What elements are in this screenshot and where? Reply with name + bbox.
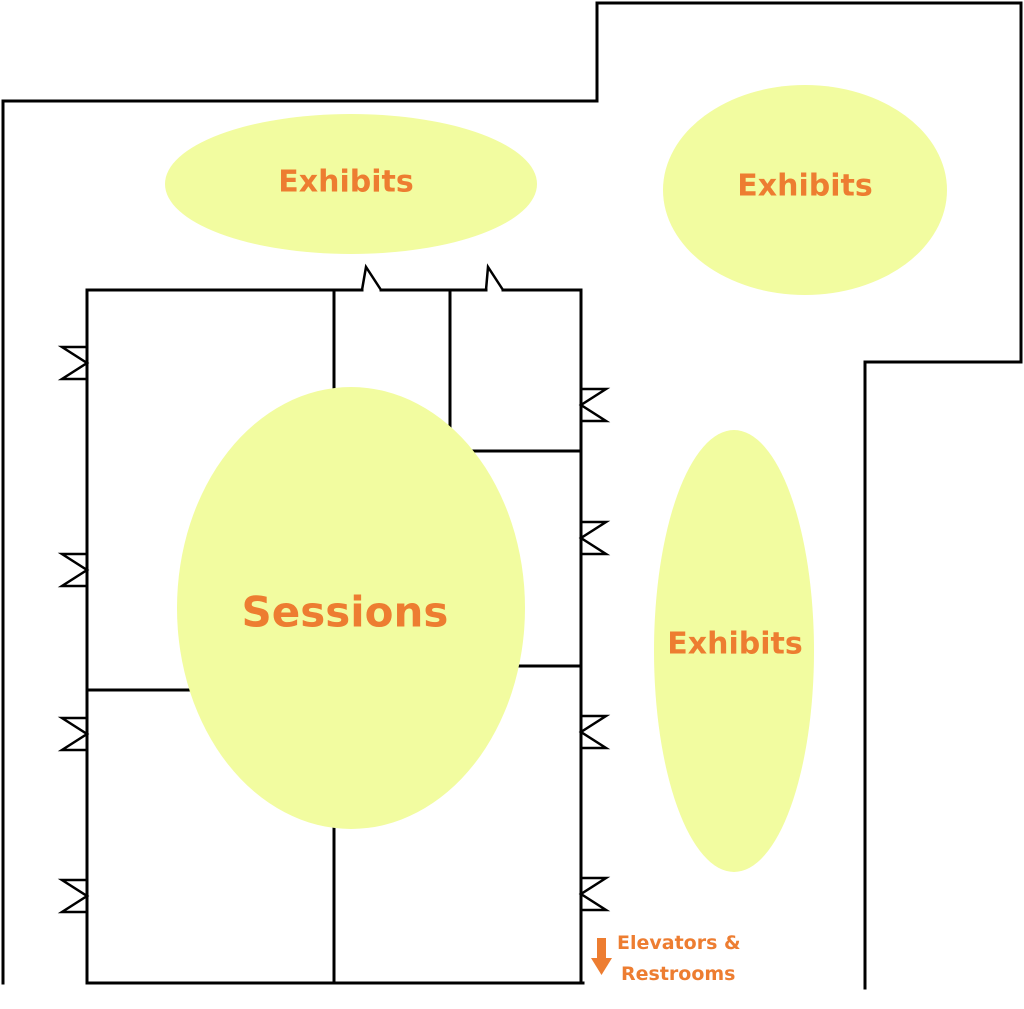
zone-label: Sessions [242, 588, 449, 637]
door-right-3 [578, 714, 611, 750]
door-left-1 [57, 345, 90, 381]
door-top-1 [360, 263, 383, 291]
zone-exhibits-right[interactable]: Exhibits [654, 430, 814, 872]
zone-sessions[interactable]: Sessions [177, 387, 525, 829]
door-top-2 [484, 263, 505, 291]
facility-label-line2: Restrooms [621, 963, 736, 985]
facility-label-line1: Elevators & [617, 932, 741, 954]
doors [57, 263, 611, 914]
arrow-down-icon [591, 938, 612, 975]
building-outline [1, 1, 1023, 990]
zone-label: Exhibits [667, 627, 802, 662]
zone-shape [654, 430, 814, 872]
door-right-1 [578, 387, 611, 423]
elevators-restrooms-marker[interactable]: Elevators & Restrooms [591, 932, 741, 985]
zone-label: Exhibits [737, 169, 872, 204]
zone-exhibits-top-right[interactable]: Exhibits [663, 85, 947, 295]
door-right-2 [578, 520, 611, 556]
zone-shape [177, 387, 525, 829]
zone-exhibits-top-left[interactable]: Exhibits [165, 114, 537, 254]
door-left-2 [57, 552, 90, 588]
door-right-4 [578, 876, 611, 912]
door-left-4 [57, 878, 90, 914]
zone-label: Exhibits [278, 165, 413, 200]
zone-shape [663, 85, 947, 295]
zone-shape [165, 114, 537, 254]
door-left-3 [57, 716, 90, 752]
